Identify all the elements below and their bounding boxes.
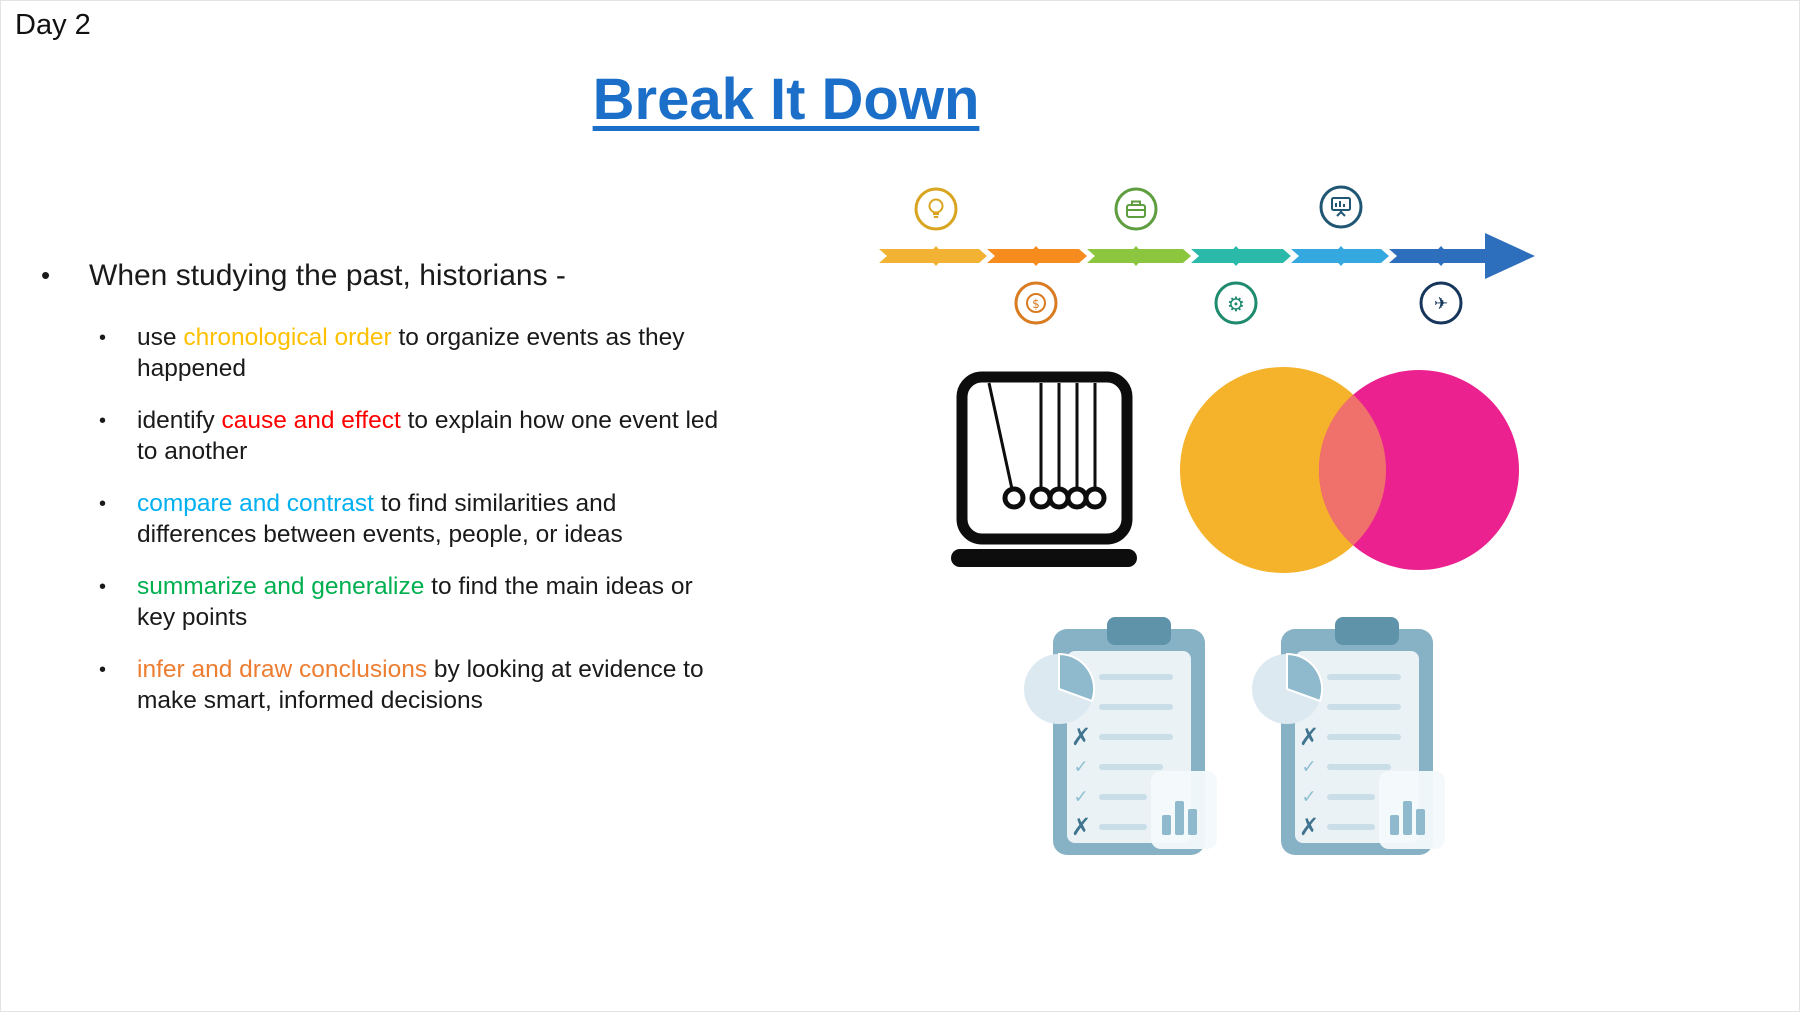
clipboard-illustration xyxy=(1019,613,1229,865)
cradle-base xyxy=(951,549,1137,567)
milestone-gear: ⚙ xyxy=(1214,281,1258,325)
milestone-ring xyxy=(1419,281,1463,325)
day-label: Day 2 xyxy=(15,9,91,41)
highlight-summarize-and-generalize: summarize and generalize xyxy=(137,572,425,600)
timeline-diamond xyxy=(1432,246,1450,266)
venn-overlap xyxy=(1319,370,1386,570)
bullet-prefix: identify xyxy=(137,406,222,434)
highlight-compare-and-contrast: compare and contrast xyxy=(137,489,374,517)
newtons-cradle-illustration xyxy=(949,369,1141,579)
bullet-text: summarize and generalize to find the mai… xyxy=(137,571,737,633)
milestone-briefcase xyxy=(1114,187,1158,231)
cradle-balls xyxy=(1002,486,1107,510)
bullet-suffix: to organize events as they happened xyxy=(137,323,685,382)
bullet-marker: • xyxy=(41,260,51,290)
clipboard-illustration xyxy=(1247,613,1457,865)
bullet-prefix: use xyxy=(137,323,184,351)
bullet-suffix: by looking at evidence to make smart, in… xyxy=(137,655,704,714)
briefcase-icon xyxy=(1126,200,1146,218)
newtons-cradle-icon xyxy=(951,371,1137,567)
sub-bullet-list: • use chronological order to organize ev… xyxy=(41,322,761,716)
timeline-diamond xyxy=(1027,246,1045,266)
timeline-diamond xyxy=(1332,246,1350,266)
bullet-text: use chronological order to organize even… xyxy=(137,322,737,384)
highlight-cause-and-effect: cause and effect xyxy=(221,406,401,434)
bullet-item-compare-and-contrast: • compare and contrast to find similarit… xyxy=(99,488,761,550)
timeline-diamond xyxy=(1127,246,1145,266)
bullet-suffix: to explain how one event led to another xyxy=(137,406,719,465)
gear-icon: ⚙ xyxy=(1227,292,1245,316)
presentation-chart-icon xyxy=(1331,197,1351,217)
main-bullet: • When studying the past, historians - xyxy=(41,257,761,295)
bullet-item-cause-and-effect: • identify cause and effect to explain h… xyxy=(99,405,761,467)
bullet-marker: • xyxy=(99,326,107,349)
timeline-svg: $ ⚙ ✈ xyxy=(879,185,1535,325)
venn-diagram-icon xyxy=(1180,367,1519,573)
bullet-marker: • xyxy=(99,658,107,681)
cradle-strings xyxy=(987,382,1097,490)
bullet-item-infer-and-draw-conclusions: • infer and draw conclusions by looking … xyxy=(99,654,761,716)
milestone-dollar: $ xyxy=(1014,281,1058,325)
milestone-ring xyxy=(1014,281,1058,325)
dollar-glyph: $ xyxy=(1032,297,1040,311)
bullet-item-summarize-and-generalize: • summarize and generalize to find the m… xyxy=(99,571,761,633)
dollar-coin-icon xyxy=(1026,293,1046,313)
bullet-marker: • xyxy=(99,492,107,515)
timeline-diamond xyxy=(927,246,945,266)
bullet-suffix: to find similarities and differences bet… xyxy=(137,489,623,548)
page-title: Break It Down xyxy=(592,66,980,132)
bullet-item-chronological-order: • use chronological order to organize ev… xyxy=(99,322,761,384)
bullet-text: compare and contrast to find similaritie… xyxy=(137,488,737,550)
lightbulb-icon xyxy=(928,198,944,218)
milestone-airplane: ✈ xyxy=(1419,281,1463,325)
timeline-arrowhead xyxy=(1485,233,1535,279)
bullet-marker: • xyxy=(99,409,107,432)
bullet-marker: • xyxy=(99,575,107,598)
bullet-text: identify cause and effect to explain how… xyxy=(137,405,737,467)
cradle-frame xyxy=(956,371,1133,545)
venn-diagram-illustration xyxy=(1179,367,1524,580)
milestone-ring xyxy=(1214,281,1258,325)
timeline-graphic: $ ⚙ ✈ xyxy=(879,183,1539,336)
bullet-list-section: • When studying the past, historians - •… xyxy=(41,257,761,737)
milestone-chart xyxy=(1319,185,1363,229)
newtons-cradle-svg xyxy=(951,371,1137,567)
timeline-diamond xyxy=(1227,246,1245,266)
milestone-ring xyxy=(914,187,958,231)
highlight-infer-and-draw-conclusions: infer and draw conclusions xyxy=(137,655,428,683)
highlight-chronological-order: chronological order xyxy=(183,323,392,351)
airplane-icon: ✈ xyxy=(1434,294,1448,314)
bullet-suffix: to find the main ideas or key points xyxy=(137,572,693,631)
milestone-lightbulb xyxy=(914,187,958,231)
main-bullet-text: When studying the past, historians - xyxy=(89,259,566,292)
bullet-text: infer and draw conclusions by looking at… xyxy=(137,654,737,716)
